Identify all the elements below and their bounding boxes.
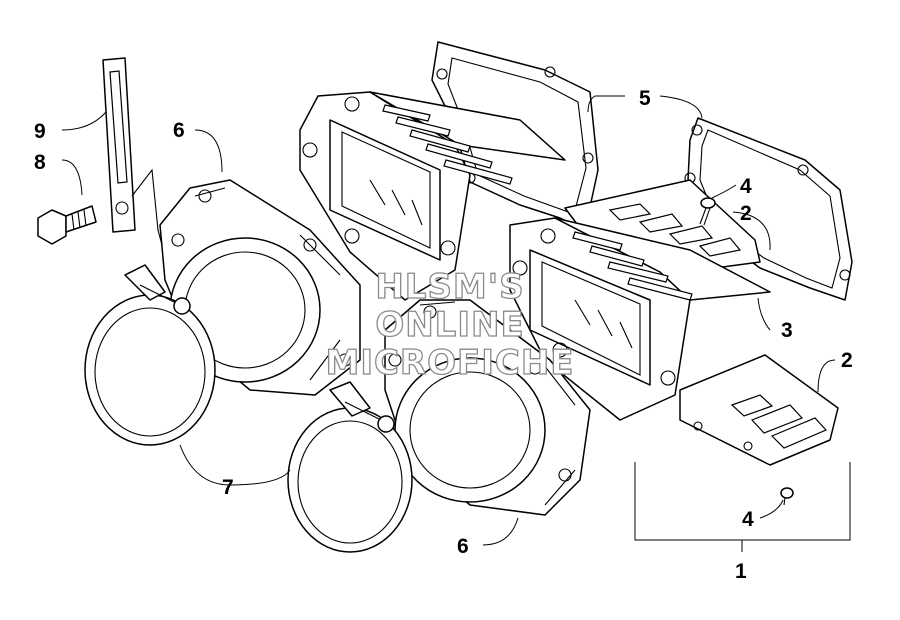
reed-block-lower [509,217,771,421]
callout-8: 8 [34,151,46,174]
hose-clamp-lower [287,381,413,553]
reed-petals-upper [382,104,513,185]
leader-lines [61,95,851,552]
intake-adaptor-lower [384,299,591,516]
screw-lower [780,487,794,506]
hex-bolt [37,205,97,245]
callout-7: 7 [222,476,234,499]
gasket-right [684,117,853,301]
callout-9: 9 [34,120,46,143]
callout-3: 3 [781,319,793,342]
watermark-line-2: ONLINE [375,305,524,345]
callout-2-upper: 2 [740,202,752,225]
reed-block-upper [299,91,566,301]
watermark: HLSM'S ONLINE MICROFICHE [325,266,574,383]
watermark-line-1: HLSM'S [375,267,524,307]
callout-1: 1 [735,560,747,583]
hose-clamp-upper [84,264,216,446]
callout-2-lower: 2 [841,349,853,372]
reed-petals-lower [572,231,693,301]
callout-4-lower: 4 [742,508,754,531]
mounting-bracket [102,57,163,246]
callout-4-upper: 4 [740,175,752,198]
callout-6-upper: 6 [173,119,185,142]
screw-upper [699,197,716,226]
callout-5: 5 [639,87,651,110]
callout-6-lower: 6 [457,535,469,558]
stopper-plate-lower [679,354,839,466]
watermark-line-3: MICROFICHE [325,343,574,383]
callout-labels: 9 8 6 5 4 2 3 2 7 4 6 1 [34,87,853,583]
